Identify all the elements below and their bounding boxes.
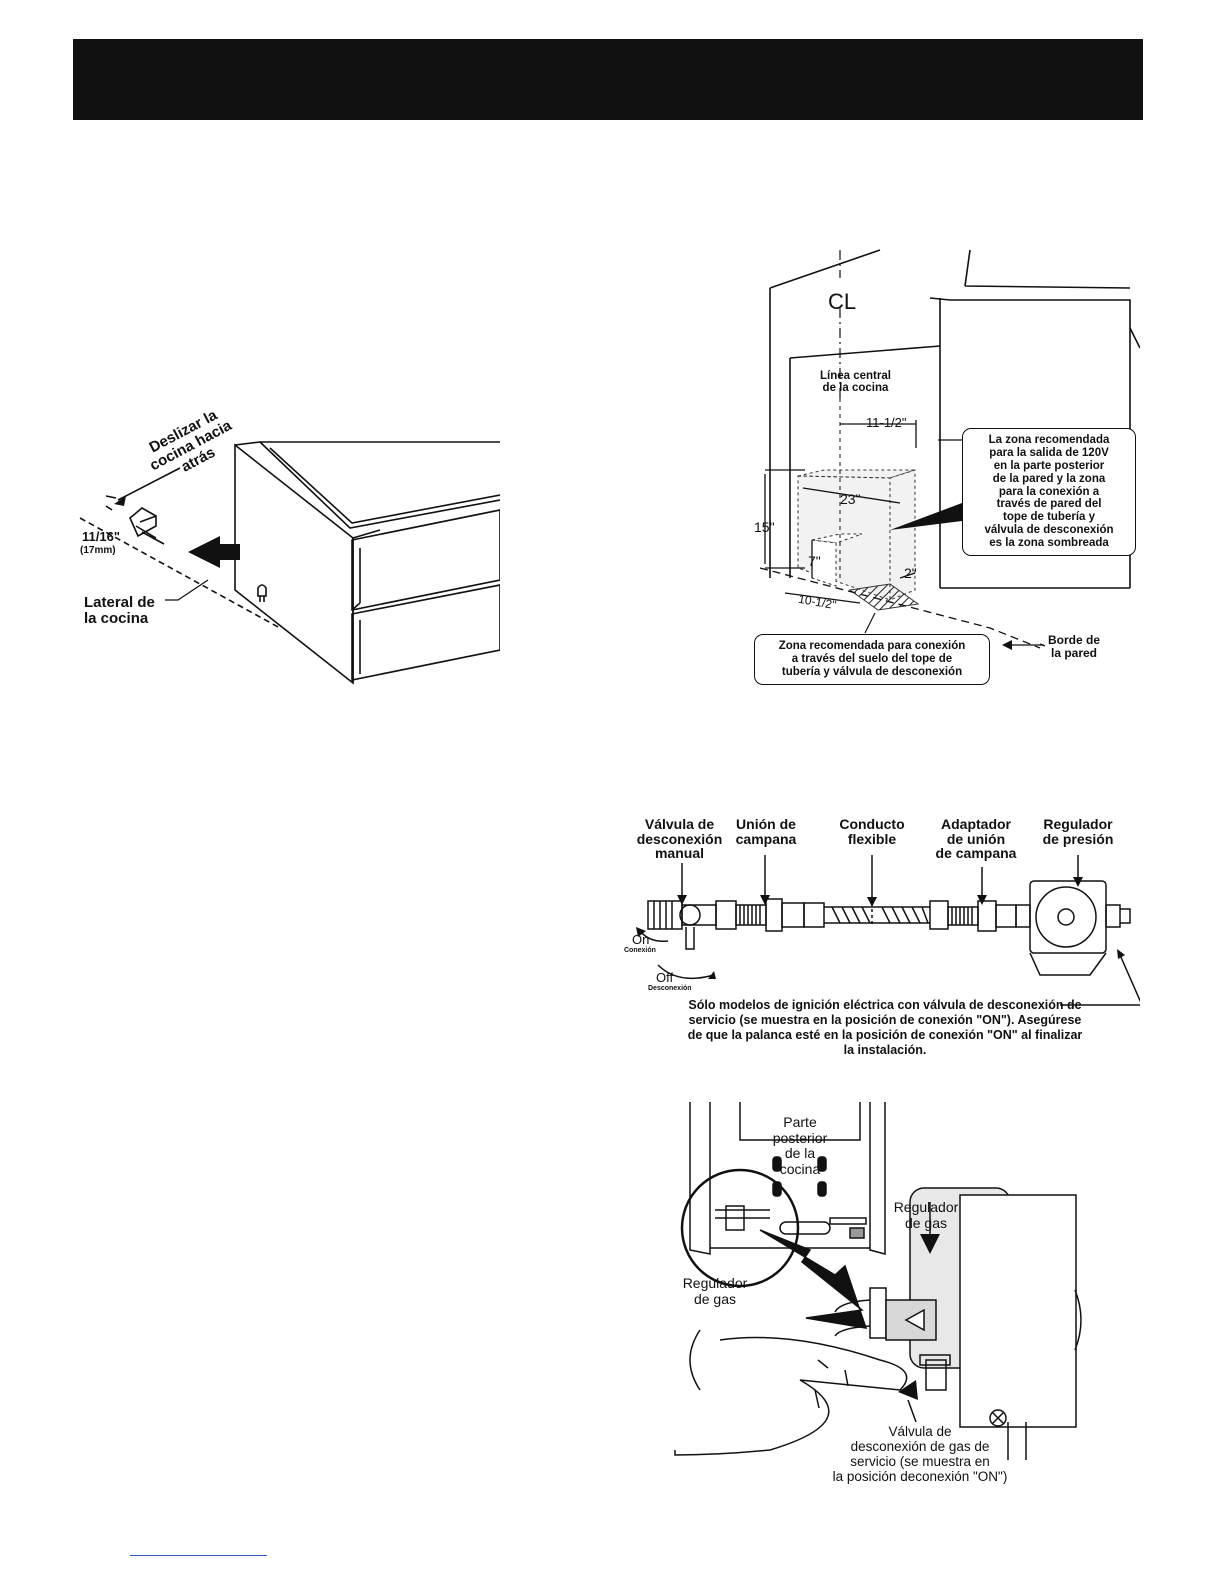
slide-range-figure: Deslizar la cocina hacia atrás 11/16" (1… [70, 407, 500, 685]
on-label: On [632, 932, 650, 947]
pressure-regulator-label: Regulador de presión [1042, 816, 1114, 847]
flex-conduit-label: Conducto flexible [839, 816, 905, 847]
floor-zone-note: Zona recomendada para conexión a través … [754, 634, 990, 685]
dim-mm-label: (17mm) [80, 545, 116, 556]
wall-edge-label: Borde de la pared [1048, 633, 1101, 660]
gas-regulator-right-label: Regulador de gas [893, 1199, 959, 1231]
service-valve-label: Válvula de desconexión de gas de servici… [832, 1424, 1008, 1485]
range-back-label: Parte posterior de la cocina [772, 1114, 828, 1178]
header-bar [73, 39, 1143, 120]
dim-15-label: 15" [754, 519, 775, 535]
centerline-symbol: CL [828, 289, 857, 314]
gas-connection-parts-figure: Válvula de desconexión manual Unión de c… [620, 815, 1140, 1070]
range-side-label: Lateral de la cocina [84, 594, 155, 627]
wall-zone-note: La zona recomendada para la salida de 12… [962, 428, 1136, 556]
shutoff-valve-label: Válvula de desconexión manual [636, 816, 723, 862]
recommended-zone-figure: CL Línea central de la cocina 11-1/2" 23… [740, 248, 1140, 688]
off-label: Off [656, 970, 674, 985]
electric-ignition-note: Sólo modelos de ignición eléctrica con v… [687, 998, 1083, 1057]
on-sub-label: Conexión [624, 947, 656, 954]
bell-adapter-label: Adaptador de unión de campana [935, 816, 1017, 862]
range-corner-drawing [79, 441, 500, 685]
dim-2-label: 2" [904, 565, 917, 581]
dim-11-16-label: 11/16" [82, 529, 120, 544]
gas-regulator-left-label: Regulador de gas [682, 1275, 748, 1307]
regulator-drawing [674, 1102, 1082, 1460]
dim-11-half-label: 11-1/2" [866, 415, 907, 430]
dim-7-label: 7" [808, 553, 821, 569]
footer-rule [130, 1555, 267, 1556]
bell-union-label: Unión de campana [735, 816, 797, 847]
centerline-label: Línea central de la cocina [820, 370, 891, 395]
wall-zone-drawing [759, 249, 1140, 650]
dim-23-label: 23" [840, 491, 861, 507]
gas-line-drawing [636, 855, 1140, 1006]
off-sub-label: Desconexión [648, 985, 692, 992]
gas-regulator-figure: Parte posterior de la cocina Regulador d… [670, 1100, 1110, 1500]
